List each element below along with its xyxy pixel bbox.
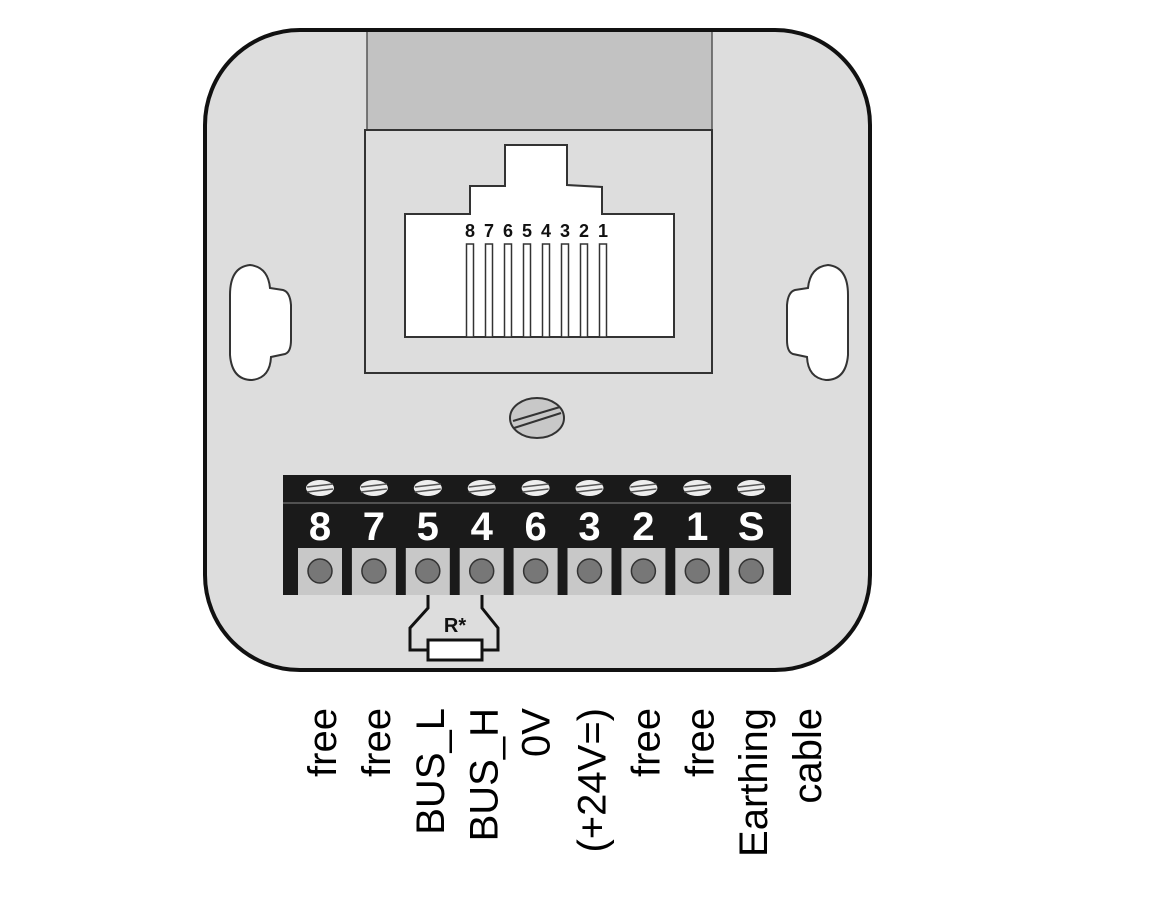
terminal-screw-icon (413, 480, 442, 496)
mounting-slot-left (229, 263, 292, 382)
terminal-number: 1 (686, 505, 708, 549)
rj45-pin (484, 243, 494, 338)
top-band (367, 32, 712, 130)
terminal-number: 4 (471, 505, 494, 549)
terminal-hole (361, 558, 387, 584)
terminal-4[interactable]: 4 (459, 480, 504, 595)
terminal-function-label: Earthing (732, 708, 776, 857)
terminal-number: 6 (524, 505, 546, 549)
terminal-6[interactable]: 6 (513, 480, 558, 595)
rj45-pin-label: 6 (503, 221, 513, 241)
terminal-screw-icon (683, 480, 712, 496)
terminal-function-label: (+24V=) (571, 708, 615, 853)
rj45-pin (465, 243, 475, 338)
terminal-number: 7 (363, 505, 385, 549)
terminal-screw-icon (737, 480, 766, 496)
fixing-screw (509, 397, 565, 439)
terminal-function-label: BUS_L (409, 708, 453, 835)
terminal-8[interactable]: 8 (298, 480, 342, 595)
rj45-pin (503, 243, 513, 338)
terminal-number: 8 (309, 505, 331, 549)
rj45-pin (598, 243, 608, 338)
rj45-pin (579, 243, 589, 338)
terminal-function-label: free (301, 708, 345, 777)
rj45-pin-label: 4 (541, 221, 551, 241)
terminal-2[interactable]: 2 (621, 480, 666, 595)
terminal-7[interactable]: 7 (351, 480, 396, 595)
terminal-hole (684, 558, 711, 584)
mounting-slot-right (786, 263, 849, 382)
rj45-pin-label: 7 (484, 221, 494, 241)
terminal-function-label: cable (786, 708, 830, 804)
terminal-number: 2 (632, 505, 654, 549)
terminal-screw-icon (359, 480, 388, 496)
terminal-number: 3 (578, 505, 600, 549)
terminal-number: 5 (417, 505, 439, 549)
rj45-pin-label: 1 (598, 221, 608, 241)
terminal-hole (415, 558, 441, 584)
terminal-hole (738, 558, 764, 584)
terminal-function-label: free (678, 708, 722, 777)
terminal-screw-icon (467, 480, 496, 496)
terminal-hole (576, 558, 603, 584)
terminal-hole (630, 558, 657, 584)
terminal-number: S (738, 505, 765, 549)
terminal-1[interactable]: 1 (675, 480, 720, 595)
terminal-function-label: free (624, 708, 668, 777)
terminal-screw-icon (306, 480, 334, 496)
terminal-hole (307, 558, 333, 584)
terminal-hole (468, 558, 495, 584)
rj45-pin-label: 8 (465, 221, 475, 241)
termination-resistor (408, 595, 500, 662)
rj45-pin-label: 5 (522, 221, 532, 241)
terminal-3[interactable]: 3 (567, 480, 612, 595)
terminal-screw-icon (575, 480, 604, 496)
rj45-pin (541, 243, 551, 338)
terminal-screw-icon (521, 480, 550, 496)
terminal-function-label: 0V (515, 708, 559, 757)
terminal-function-label: free (355, 708, 399, 777)
terminal-screw-icon (629, 480, 658, 496)
rj45-pin (560, 243, 570, 338)
rj45-pin (522, 243, 532, 338)
terminal-S[interactable]: S (729, 480, 774, 595)
rj45-pin-label: 2 (579, 221, 589, 241)
terminal-function-label: BUS_H (463, 708, 507, 841)
terminal-5[interactable]: 5 (405, 480, 450, 595)
terminal-hole (522, 558, 549, 584)
resistor-label: R* (444, 615, 466, 637)
rj45-pin-label: 3 (560, 221, 570, 241)
